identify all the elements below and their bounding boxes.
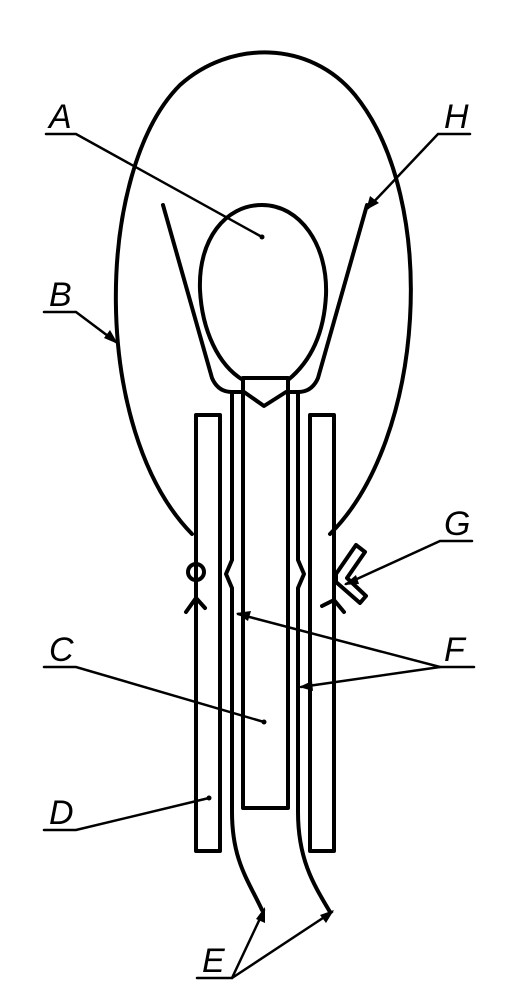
- label-h: H: [444, 98, 469, 136]
- leader-b: [42, 310, 118, 344]
- leader-e-arrow-left: [256, 907, 265, 923]
- label-f: F: [444, 631, 467, 669]
- leader-f-upper-arrow: [236, 611, 251, 621]
- label-g: G: [444, 505, 470, 543]
- label-b: B: [49, 276, 72, 314]
- leader-b-arrow: [104, 330, 118, 344]
- leader-f-upper: [236, 612, 476, 669]
- leader-h: [366, 132, 472, 210]
- label-a: A: [47, 98, 72, 136]
- outer-envelope-b: [113, 50, 413, 536]
- central-rod-c: [241, 376, 290, 810]
- leader-c-dot: [261, 719, 267, 725]
- label-c: C: [49, 631, 74, 669]
- label-d: D: [49, 794, 74, 832]
- leader-lines: [42, 132, 476, 980]
- leader-g: [344, 539, 474, 586]
- leader-g-arrow: [344, 575, 359, 585]
- leader-d: [42, 796, 211, 832]
- reflector-h: [161, 203, 369, 408]
- clip-left-circle: [186, 562, 206, 582]
- inner-bulb-a: [197, 203, 329, 382]
- leader-c: [42, 665, 266, 724]
- leader-d-dot: [206, 795, 212, 801]
- lead-wire-right-f: [296, 391, 332, 914]
- leader-f-lower: [299, 665, 442, 689]
- clip-right-arm: [320, 598, 346, 614]
- leader-e: [195, 908, 334, 980]
- leader-h-arrow: [366, 196, 379, 210]
- lead-wire-left-f: [224, 391, 264, 912]
- label-e: E: [202, 942, 225, 980]
- clip-left-arm: [184, 596, 207, 614]
- side-tube-left-d: [194, 413, 222, 853]
- leader-e-arrow-right: [320, 910, 334, 923]
- leader-f-lower-arrow: [299, 681, 313, 691]
- leader-a: [44, 132, 264, 239]
- clip-right-tab: [334, 543, 368, 605]
- leader-a-dot: [259, 234, 265, 240]
